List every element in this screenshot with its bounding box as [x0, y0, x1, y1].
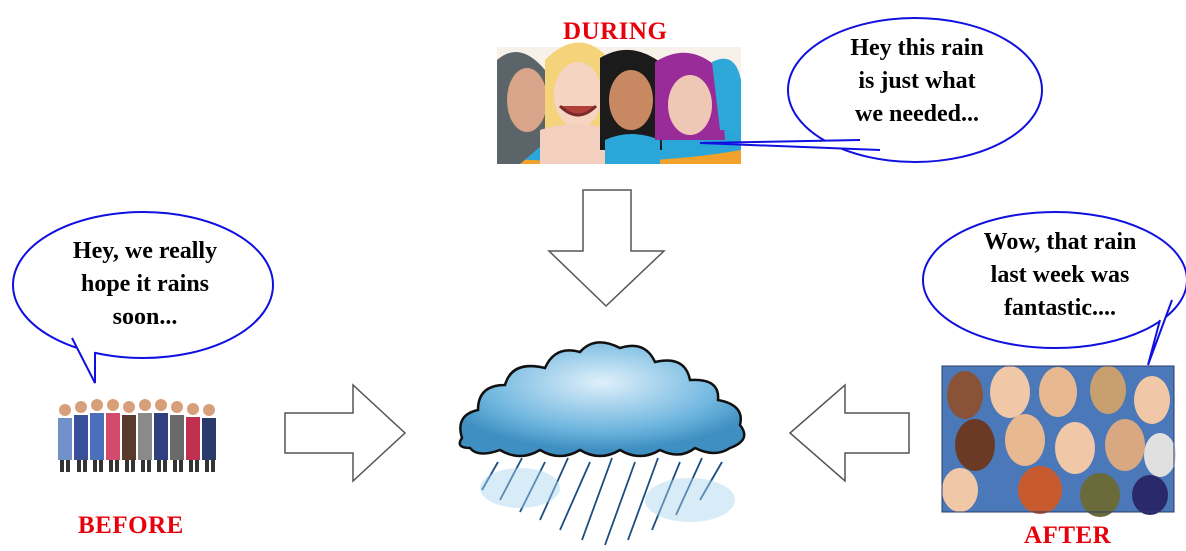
rain-cloud-icon — [460, 342, 744, 545]
after-label: AFTER — [1024, 522, 1111, 550]
after-bubble-line-2: last week was — [955, 259, 1165, 292]
during-bubble-text: Hey this rain is just what we needed... — [822, 32, 1012, 131]
after-bubble-text: Wow, that rain last week was fantastic..… — [955, 226, 1165, 325]
right-arrow-icon — [285, 385, 405, 481]
before-bubble-line-3: soon... — [40, 301, 250, 334]
down-arrow-icon — [549, 190, 664, 306]
before-label: BEFORE — [78, 512, 184, 540]
after-crowd-illustration — [942, 366, 1176, 517]
before-bubble-text: Hey, we really hope it rains soon... — [40, 235, 250, 334]
after-bubble-line-3: fantastic.... — [955, 292, 1165, 325]
during-crowd-illustration — [497, 43, 741, 165]
after-bubble-line-1: Wow, that rain — [955, 226, 1165, 259]
during-bubble-line-1: Hey this rain — [822, 32, 1012, 65]
before-bubble-line-2: hope it rains — [40, 268, 250, 301]
before-bubble-line-1: Hey, we really — [40, 235, 250, 268]
during-label: DURING — [563, 18, 667, 46]
during-bubble-line-2: is just what — [822, 65, 1012, 98]
before-group-illustration — [58, 399, 216, 472]
during-bubble-line-3: we needed... — [822, 98, 1012, 131]
left-arrow-icon — [790, 385, 909, 481]
